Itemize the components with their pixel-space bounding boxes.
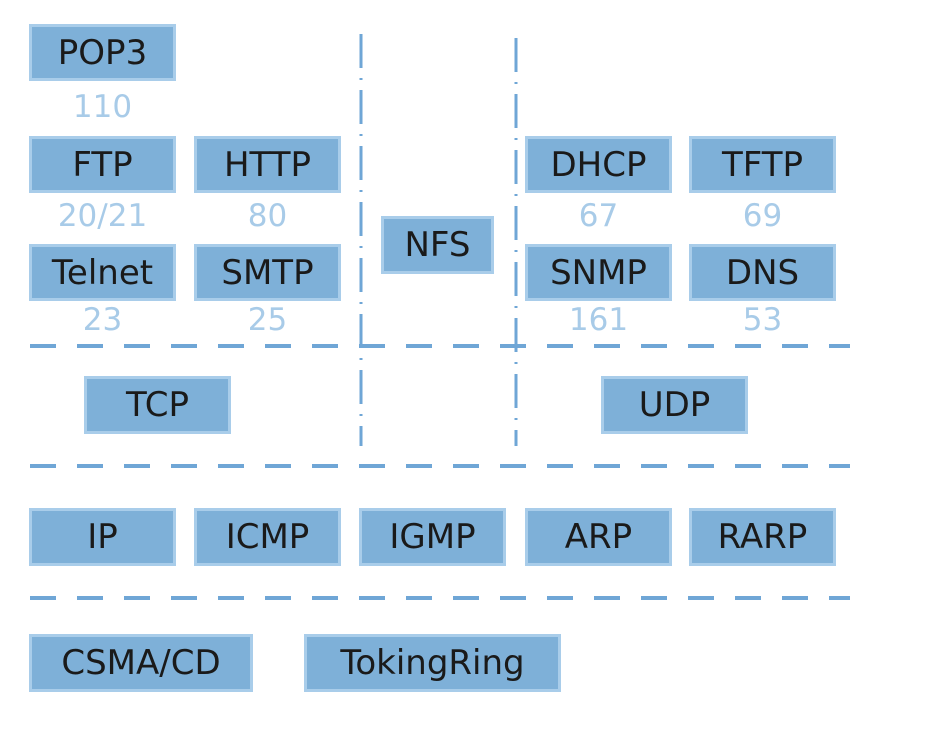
smtp-label: SMTP — [221, 252, 314, 293]
snmp-port: 161 — [568, 302, 629, 338]
dns-port: 53 — [742, 302, 783, 338]
rarp-label: RARP — [717, 517, 808, 557]
tokingring-box: TokingRing — [304, 634, 561, 692]
arp-label: ARP — [564, 517, 633, 557]
ftp-port: 20/21 — [57, 198, 148, 234]
smtp-box: SMTP — [194, 244, 341, 301]
dhcp-box: DHCP — [525, 136, 672, 193]
ftp-box: FTP — [29, 136, 176, 193]
ip-box: IP — [29, 508, 176, 566]
telnet-box: Telnet — [29, 244, 176, 301]
http-port: 80 — [247, 198, 288, 234]
dhcp-label: DHCP — [550, 144, 647, 185]
tftp-label: TFTP — [722, 144, 803, 185]
csma-cd-label: CSMA/CD — [61, 643, 221, 683]
igmp-box: IGMP — [359, 508, 506, 566]
udp-box: UDP — [601, 376, 748, 434]
tokingring-label: TokingRing — [340, 643, 525, 683]
tcp-box: TCP — [84, 376, 231, 434]
dns-box: DNS — [689, 244, 836, 301]
ftp-label: FTP — [72, 144, 133, 185]
smtp-port: 25 — [247, 302, 288, 338]
udp-label: UDP — [638, 385, 711, 425]
csma-cd-box: CSMA/CD — [29, 634, 253, 692]
tftp-port: 69 — [742, 198, 783, 234]
tcp-label: TCP — [125, 385, 190, 425]
http-box: HTTP — [194, 136, 341, 193]
dhcp-port: 67 — [578, 198, 619, 234]
nfs-box: NFS — [381, 216, 494, 274]
icmp-label: ICMP — [225, 517, 310, 557]
tftp-box: TFTP — [689, 136, 836, 193]
pop3-label: POP3 — [57, 32, 148, 73]
snmp-label: SNMP — [550, 252, 647, 293]
nfs-label: NFS — [404, 225, 471, 265]
dns-label: DNS — [725, 252, 800, 293]
telnet-label: Telnet — [51, 252, 154, 293]
icmp-box: ICMP — [194, 508, 341, 566]
arp-box: ARP — [525, 508, 672, 566]
ip-label: IP — [87, 517, 118, 557]
pop3-box: POP3 — [29, 24, 176, 81]
pop3-port: 110 — [72, 89, 133, 125]
snmp-box: SNMP — [525, 244, 672, 301]
http-label: HTTP — [223, 144, 311, 185]
igmp-label: IGMP — [389, 517, 476, 557]
rarp-box: RARP — [689, 508, 836, 566]
telnet-port: 23 — [82, 302, 123, 338]
